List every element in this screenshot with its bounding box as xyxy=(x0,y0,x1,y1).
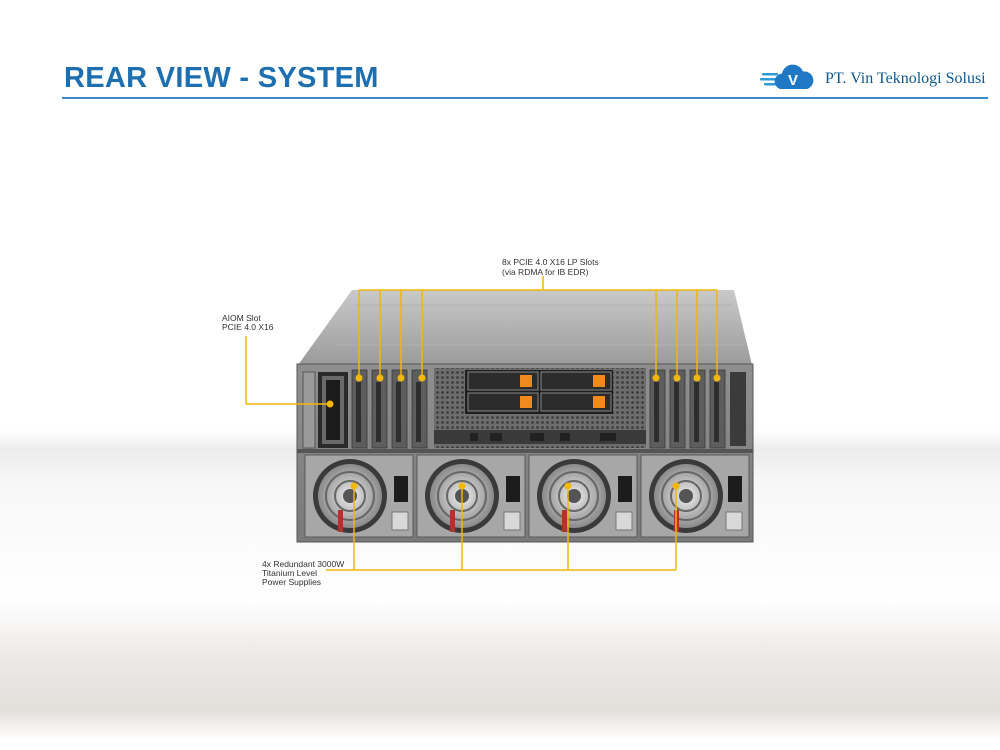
aiom-slot xyxy=(303,372,348,448)
power-supply-3 xyxy=(529,455,637,537)
pcie-slots-label-line1: 8x PCIE 4.0 X16 LP Slots xyxy=(502,257,599,267)
drive-bays xyxy=(465,370,613,414)
power-supply-1 xyxy=(305,455,413,537)
chassis-top xyxy=(298,290,752,365)
aiom-slot-label-line2: PCIE 4.0 X16 xyxy=(222,322,274,332)
pcie-slots-label-line2: (via RDMA for IB EDR) xyxy=(502,267,588,277)
aiom-callout-dot xyxy=(327,401,334,408)
power-supply-4 xyxy=(641,455,749,537)
power-supply-2 xyxy=(417,455,525,537)
psu-label-line3: Power Supplies xyxy=(262,577,321,587)
